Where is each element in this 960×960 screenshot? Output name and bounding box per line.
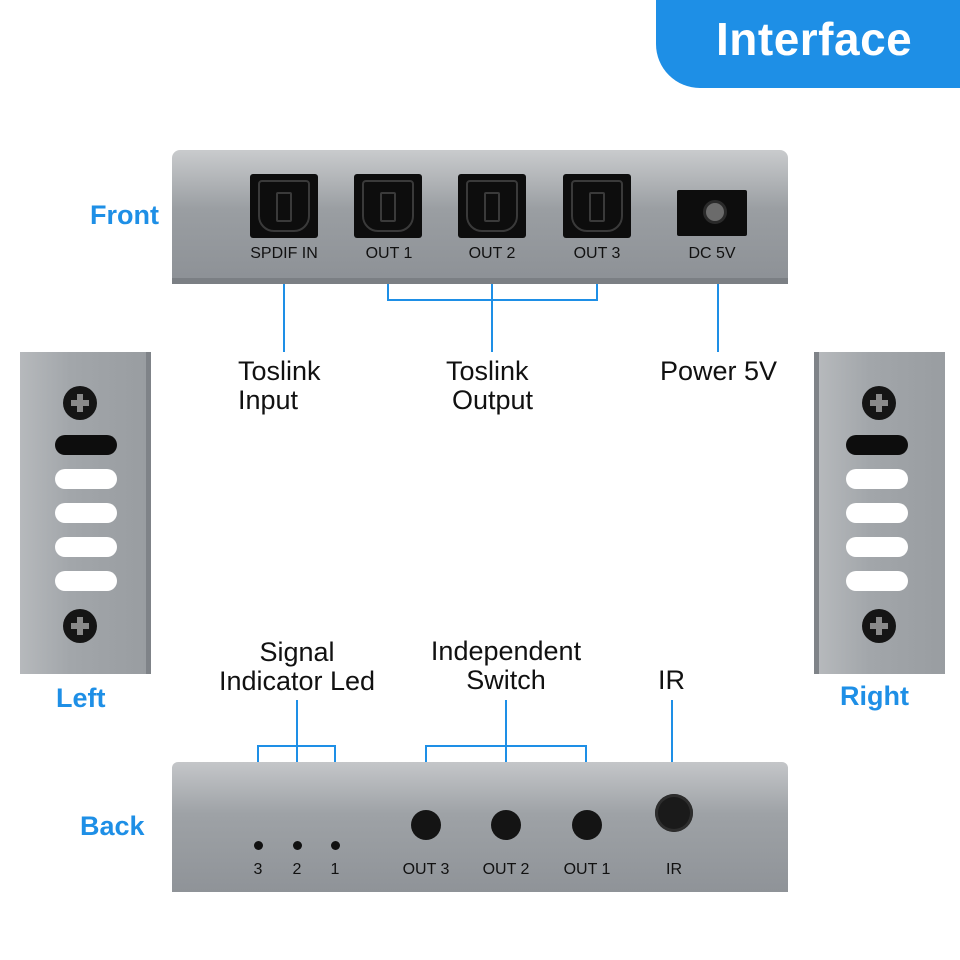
- led-label-3: 3: [253, 861, 263, 878]
- spdif-in-port: [250, 174, 318, 238]
- page-title: Interface: [716, 13, 913, 65]
- callout-line: Toslink: [446, 356, 529, 386]
- vent-slot: [846, 537, 908, 557]
- led-label-2: 2: [292, 861, 302, 878]
- port-label-dc: DC 5V: [688, 245, 736, 262]
- callout-signal-indicator: Signal Indicator Led: [214, 638, 380, 696]
- vent-slot: [846, 503, 908, 523]
- switch-out1-button[interactable]: [572, 810, 602, 840]
- led-1: [331, 841, 340, 850]
- switch-out3-button[interactable]: [411, 810, 441, 840]
- switch-label-out1: OUT 1: [563, 861, 611, 878]
- switch-label-out2: OUT 2: [482, 861, 530, 878]
- out3-port: [563, 174, 631, 238]
- out2-port: [458, 174, 526, 238]
- vent-slot: [55, 435, 117, 455]
- front-panel-base: [172, 278, 788, 284]
- ir-label: IR: [666, 861, 682, 878]
- screw-icon: [862, 609, 896, 643]
- switch-out2-button[interactable]: [491, 810, 521, 840]
- callout-power: Power 5V: [660, 356, 778, 386]
- callout-line: Switch: [466, 665, 546, 695]
- callout-toslink-input: Toslink Input: [238, 357, 321, 415]
- label-back: Back: [80, 811, 145, 841]
- header-tab: Interface: [656, 0, 960, 88]
- label-front: Front: [90, 200, 159, 230]
- callout-toslink-output: Toslink Output: [446, 357, 533, 415]
- vent-slot: [846, 469, 908, 489]
- led-label-1: 1: [330, 861, 340, 878]
- screw-icon: [862, 386, 896, 420]
- callout-ir: IR: [658, 665, 685, 695]
- label-right: Right: [840, 681, 909, 711]
- port-label-out2: OUT 2: [468, 245, 516, 262]
- label-left: Left: [56, 683, 106, 713]
- screw-icon: [63, 386, 97, 420]
- vent-slot: [846, 435, 908, 455]
- callout-line: Input: [238, 385, 299, 415]
- led-3: [254, 841, 263, 850]
- port-label-out3: OUT 3: [573, 245, 621, 262]
- out1-port: [354, 174, 422, 238]
- vent-slot: [55, 537, 117, 557]
- callout-independent-switch: Independent Switch: [424, 637, 588, 695]
- port-label-spdif: SPDIF IN: [250, 245, 318, 262]
- port-label-out1: OUT 1: [365, 245, 413, 262]
- vent-slot: [55, 469, 117, 489]
- callout-line: Signal: [259, 637, 335, 667]
- callout-line: Indicator Led: [218, 666, 376, 696]
- vent-slot: [55, 571, 117, 591]
- dc-power-jack: [677, 190, 747, 236]
- ir-sensor: [655, 794, 693, 832]
- callout-line: Output: [452, 385, 534, 415]
- callout-line: Toslink: [238, 356, 321, 386]
- screw-icon: [63, 609, 97, 643]
- vent-slot: [55, 503, 117, 523]
- led-2: [293, 841, 302, 850]
- callout-line: Independent: [430, 636, 582, 666]
- switch-label-out3: OUT 3: [402, 861, 450, 878]
- vent-slot: [846, 571, 908, 591]
